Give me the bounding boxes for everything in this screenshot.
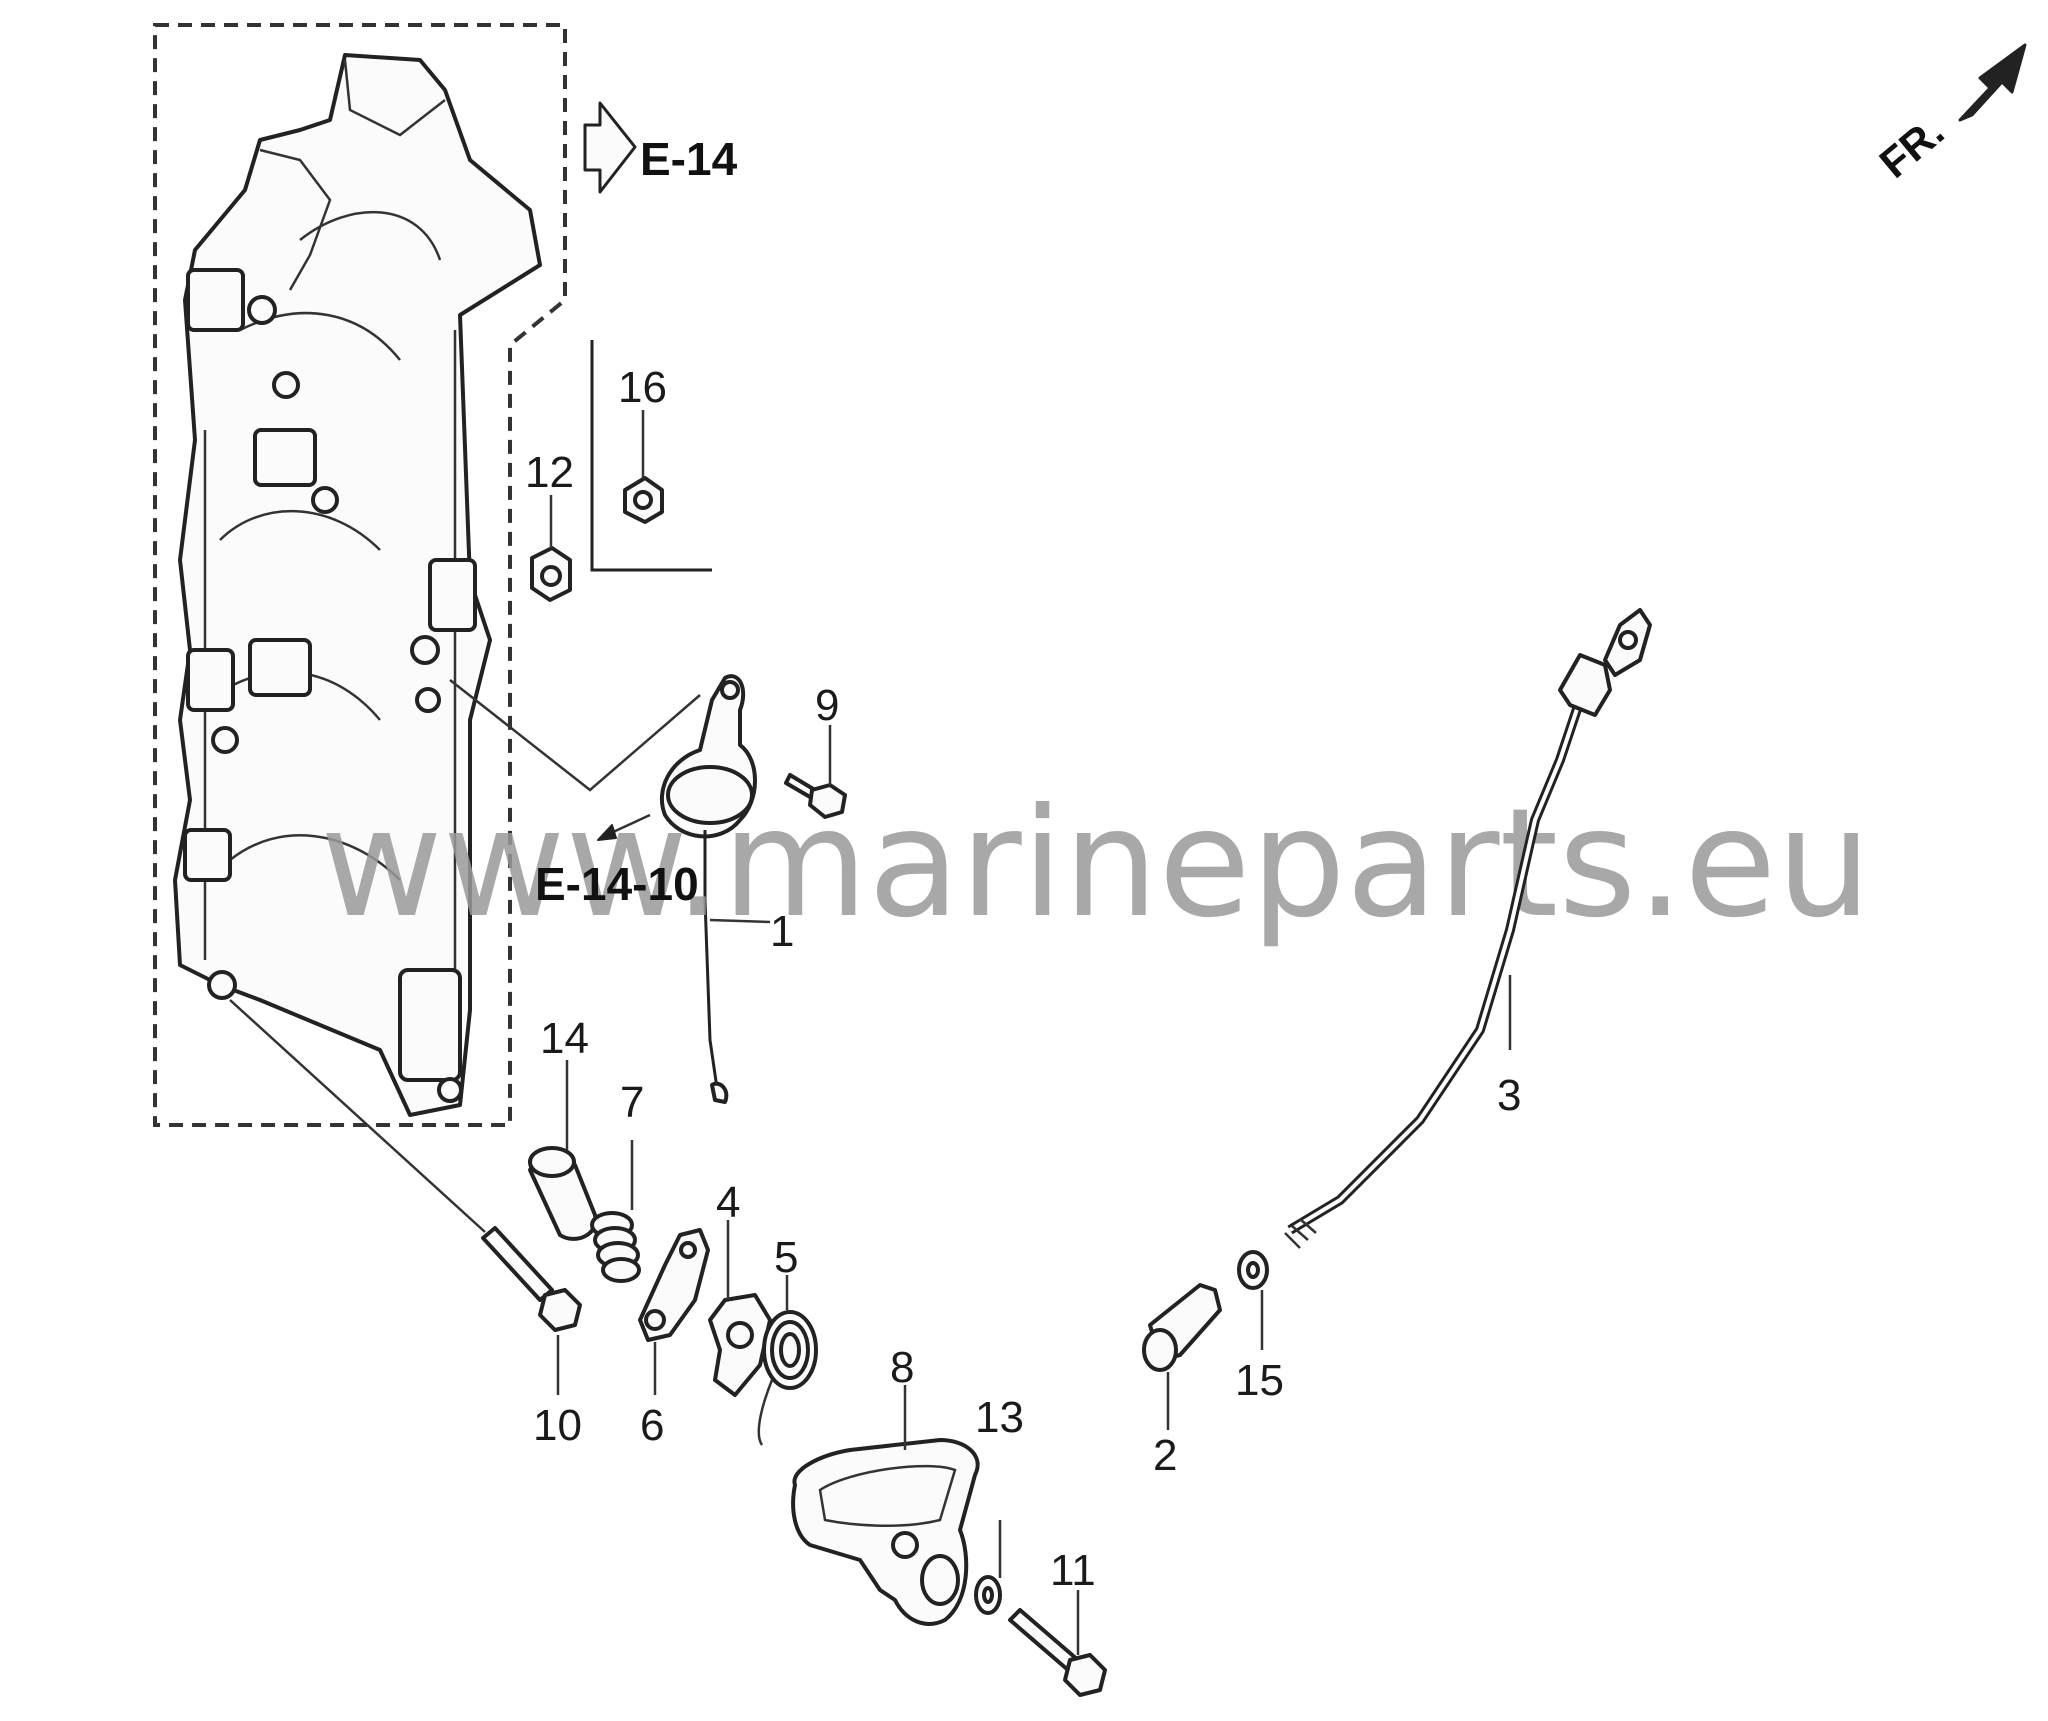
part-1-sensor xyxy=(659,674,771,1104)
callout-8: 8 xyxy=(890,1343,914,1392)
callout-15: 15 xyxy=(1235,1356,1284,1405)
part-7-spring xyxy=(590,1211,641,1283)
callout-1: 1 xyxy=(770,907,794,956)
callout-4: 4 xyxy=(716,1178,740,1227)
reference-leader xyxy=(449,679,701,792)
part-16-nut xyxy=(623,476,664,524)
reference-e14: E-14 xyxy=(640,133,738,185)
part-13-washer xyxy=(974,1575,1002,1615)
reference-frame xyxy=(153,23,567,1127)
part-8-lever-arm xyxy=(791,1438,980,1626)
hollow-arrow-right-icon xyxy=(583,101,637,194)
callout-7: 7 xyxy=(620,1078,644,1127)
front-label: FR. xyxy=(1871,107,1953,186)
callout-10: 10 xyxy=(533,1401,582,1450)
callout-16: 16 xyxy=(618,363,667,412)
part-12-nut xyxy=(530,546,572,602)
front-orientation: FR. xyxy=(1871,43,2027,187)
callout-14: 14 xyxy=(540,1014,589,1063)
reference-e14-10: E-14-10 xyxy=(535,858,699,910)
callout-11: 11 xyxy=(1050,1546,1096,1595)
part-3-rod xyxy=(1284,608,1652,1249)
callout-13: 13 xyxy=(975,1393,1024,1442)
part-15-washer xyxy=(1237,1250,1269,1290)
callout-12: 12 xyxy=(525,448,574,497)
part-2-joint xyxy=(1142,1283,1222,1372)
part-10-bolt xyxy=(481,1226,582,1332)
callout-3: 3 xyxy=(1497,1071,1521,1120)
part-5-spring xyxy=(757,1310,818,1446)
arrow-up-right-icon xyxy=(1958,43,2027,122)
callout-9: 9 xyxy=(815,681,839,730)
part-14-sleeve xyxy=(528,1146,598,1241)
part-6-lever xyxy=(638,1228,710,1342)
callout-2: 2 xyxy=(1153,1431,1177,1480)
part-4-cam xyxy=(708,1293,772,1397)
callout-5: 5 xyxy=(774,1233,798,1282)
part-16-bracket xyxy=(590,340,712,572)
watermark: www.marineparts.eu xyxy=(320,777,1872,951)
housing-body xyxy=(173,53,542,1117)
callout-6: 6 xyxy=(640,1401,664,1450)
part-11-bolt xyxy=(1008,1608,1107,1697)
